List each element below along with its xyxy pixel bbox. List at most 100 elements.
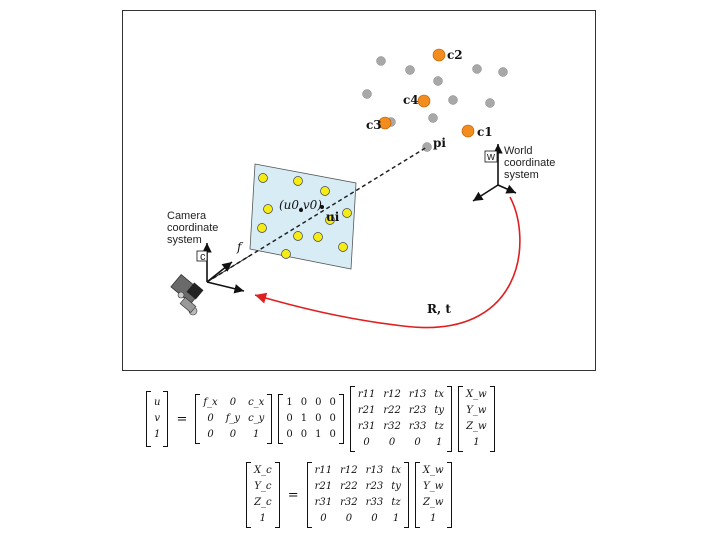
matrix-entry: r23 xyxy=(365,481,384,492)
matrix-entry: 1 xyxy=(253,429,260,440)
control-point-c2 xyxy=(432,48,446,62)
image-point xyxy=(338,242,348,252)
principal-point-dot xyxy=(299,208,303,212)
world-point xyxy=(362,89,372,99)
camera-label-line3: system xyxy=(167,234,202,246)
focal-line xyxy=(206,254,252,283)
matrix-entry: r13 xyxy=(408,389,427,400)
diagram-frame: c2 c4 c3 c1 (u0,v0) ui pi f c Camera coo… xyxy=(122,10,596,371)
world-point xyxy=(376,56,386,66)
world-label-line2: coordinate xyxy=(504,157,555,169)
matrix-entry: Z_c xyxy=(254,497,272,508)
world-point xyxy=(498,67,508,77)
image-point xyxy=(281,249,291,259)
camera-box-label: c xyxy=(200,251,206,263)
image-point xyxy=(293,176,303,186)
matrix-entry: X_w xyxy=(422,465,444,476)
world-point xyxy=(472,64,482,74)
matrix-entry: r33 xyxy=(408,421,427,432)
matrix-entry: tx xyxy=(391,465,401,476)
equals-sign: = xyxy=(176,411,188,427)
matrix-entry: ty xyxy=(391,481,401,492)
matrix-entry: 0 xyxy=(363,437,370,448)
matrix-entry: r33 xyxy=(365,497,384,508)
matrix-entry: 0 xyxy=(371,513,378,524)
principal-point-label: (u0,v0) xyxy=(279,198,322,212)
matrix-entry: r12 xyxy=(340,465,358,476)
matrix-entry: r32 xyxy=(340,497,358,508)
matrix-entry: 1 xyxy=(473,437,480,448)
matrix-entry: 1 xyxy=(315,429,322,440)
image-point xyxy=(258,173,268,183)
matrix-entry: 0 xyxy=(388,437,396,448)
matrix-entry: 0 xyxy=(229,397,237,408)
world-point-label: pi xyxy=(433,136,446,150)
matrix-entry: 1 xyxy=(300,413,308,424)
matrix-entry: tz xyxy=(391,497,401,508)
camera-axes xyxy=(202,243,245,294)
world-point xyxy=(433,76,443,86)
world-point xyxy=(405,65,415,75)
matrix-entry: 0 xyxy=(229,429,237,440)
label-c3: c3 xyxy=(366,118,382,132)
matrix-entry: X_c xyxy=(254,465,272,476)
control-points xyxy=(378,48,475,138)
focal-label: f xyxy=(236,240,244,254)
label-c1: c1 xyxy=(477,125,493,139)
matrix-entry: 0 xyxy=(329,397,336,408)
image-point xyxy=(293,231,303,241)
matrix-entry: 0 xyxy=(286,413,293,424)
world-point xyxy=(485,98,495,108)
matrix-entry: 0 xyxy=(329,429,336,440)
matrix-entry: 1 xyxy=(392,513,400,524)
image-point xyxy=(313,232,323,242)
camera-label-line1: Camera xyxy=(167,210,207,222)
image-point xyxy=(320,186,330,196)
image-plane-points xyxy=(257,173,352,259)
world-point xyxy=(448,95,458,105)
matrix-entry: r13 xyxy=(365,465,384,476)
matrix-entry: r32 xyxy=(383,421,401,432)
matrix-entry: X_w xyxy=(466,389,487,400)
matrix-entry: r22 xyxy=(383,405,401,416)
pixel-u: u xyxy=(154,397,161,408)
world-label-line3: system xyxy=(504,169,539,181)
matrix-entry: r23 xyxy=(408,405,427,416)
matrix-entry: 1 xyxy=(436,437,443,448)
rt-arrow xyxy=(254,196,521,329)
camera-projection-diagram: c2 c4 c3 c1 (u0,v0) ui pi f c Camera coo… xyxy=(167,48,555,329)
matrix-entry: r21 xyxy=(314,481,333,492)
camera-icon xyxy=(170,273,204,316)
matrix-entry: Y_w xyxy=(423,481,444,492)
label-c2: c2 xyxy=(447,48,463,62)
matrix-entry: 0 xyxy=(207,429,214,440)
matrix-entry: 0 xyxy=(315,413,322,424)
pixel-vector: u v 1 xyxy=(146,391,169,447)
matrix-entry: tz xyxy=(434,421,444,432)
matrix-entry: r21 xyxy=(357,405,376,416)
matrix-entry: 1 xyxy=(430,513,437,524)
matrix-entry: f_y xyxy=(225,413,241,424)
pixel-v: v xyxy=(154,413,161,424)
matrix-entry: 0 xyxy=(286,429,293,440)
world-box xyxy=(484,150,498,163)
matrix-entry: c_y xyxy=(248,413,265,424)
rt-label: R, t xyxy=(427,302,451,316)
control-point-c3 xyxy=(378,116,392,130)
image-point xyxy=(342,208,352,218)
matrix-entry: Y_c xyxy=(254,481,272,492)
matrix-entry: r22 xyxy=(340,481,358,492)
control-point-c4 xyxy=(417,94,431,108)
matrix-entry: ty xyxy=(434,405,445,416)
matrix-entry: 0 xyxy=(300,397,308,408)
label-c4: c4 xyxy=(403,93,419,107)
matrix-entry: Z_w xyxy=(466,421,487,432)
image-point-label: ui xyxy=(326,210,340,224)
matrix-entry: 0 xyxy=(207,413,214,424)
